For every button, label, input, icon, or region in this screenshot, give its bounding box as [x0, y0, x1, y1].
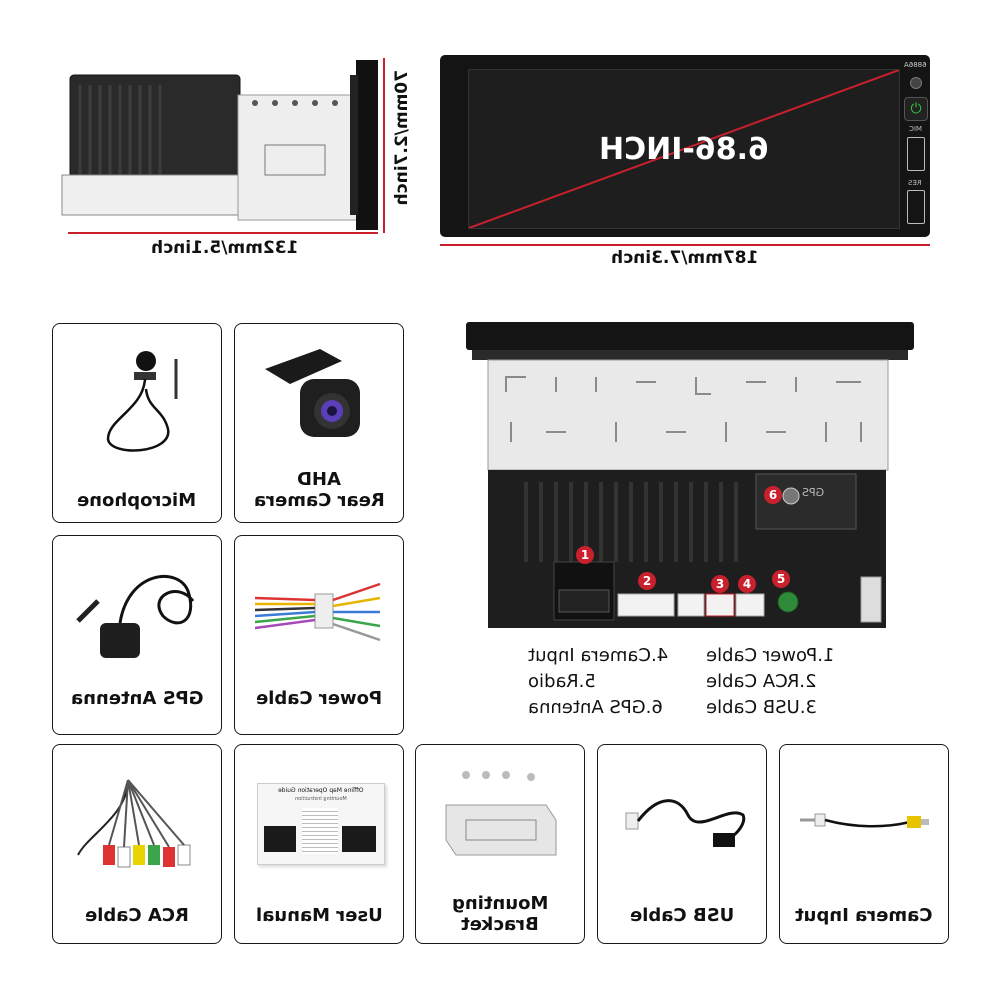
- power-icon: ⏻: [910, 101, 922, 117]
- model-label: 6886A: [903, 61, 927, 69]
- manual-booklet: Offline Map Operation Guide Mounting Ins…: [257, 783, 385, 865]
- legend-left-column: 1.Power Cable 2.RCA Cable 3.USB Cable: [706, 643, 846, 721]
- microphone-icon: [106, 351, 178, 452]
- manual-title: Offline Map Operation Guide: [278, 787, 364, 794]
- width-dimension-line: [440, 244, 930, 246]
- legend-item-rca-cable: 2.RCA Cable: [706, 671, 817, 692]
- accessory-label-gps-antenna: GPS Antenna: [70, 688, 204, 709]
- rear-camera-icon: [265, 349, 360, 437]
- accessory-card-camera-input: Camera Input: [779, 744, 949, 944]
- camera-input-cable-icon: [800, 813, 929, 828]
- back-panel-figure: 1 2 3 4 5 6 GPS: [466, 322, 916, 632]
- legend-item-radio: 5.Radio: [528, 671, 596, 692]
- accessory-label-camera-input: Camera Input: [795, 905, 933, 926]
- power-button[interactable]: ⏻: [904, 97, 928, 121]
- legend-item-power-cable: 1.Power Cable: [706, 645, 835, 666]
- side-view-illustration: [61, 60, 378, 230]
- accessory-card-mounting-bracket: Mounting Bracket: [415, 744, 585, 944]
- accessory-label-usb-cable: USB Cable: [629, 905, 735, 926]
- legend-item-camera-input: 4.Camera Input: [528, 645, 669, 666]
- accessory-label-rca-cable: RCA Cable: [85, 905, 189, 926]
- legend-right-column: 4.Camera Input 5.Radio 6.GPS Antenna: [528, 643, 678, 721]
- mic-label: MIC: [908, 125, 922, 133]
- ir-sensor-icon: [910, 77, 922, 89]
- connector-badge-6: 6: [764, 486, 782, 504]
- accessory-label-rear-camera: AHD Rear Camera: [253, 469, 385, 511]
- accessory-label-power-cable: Power Cable: [255, 688, 383, 709]
- back-panel-illustration: [466, 322, 914, 628]
- manual-image-right: [342, 826, 376, 852]
- screen-size-label: 6.86-INCH: [599, 132, 769, 167]
- manual-image-left: [264, 826, 296, 852]
- width-dimension-label: 187mm/7.3inch: [611, 248, 759, 268]
- usb-cable-icon: [625, 799, 746, 847]
- legend-item-usb-cable: 3.USB Cable: [706, 697, 817, 718]
- accessory-card-rear-camera: AHD Rear Camera: [234, 323, 404, 523]
- height-dimension-label: 70mm/2.7inch: [392, 70, 412, 206]
- depth-dimension-line: [68, 232, 378, 234]
- rca-cable-icon: [77, 779, 191, 868]
- connector-badge-5: 5: [772, 570, 790, 588]
- accessory-label-user-manual: User Manual: [255, 905, 383, 926]
- accessory-card-rca-cable: RCA Cable: [52, 744, 222, 944]
- side-view-figure: [60, 55, 400, 235]
- mounting-bracket-icon: [445, 771, 557, 856]
- accessory-label-microphone: Microphone: [77, 490, 197, 511]
- gps-port-tag: GPS: [802, 486, 825, 499]
- accessory-card-user-manual: Offline Map Operation Guide Mounting Ins…: [234, 744, 404, 944]
- front-view-unit: 6.86-INCH 6886A ⏻ MIC RES: [440, 55, 930, 237]
- connector-badge-4: 4: [738, 575, 756, 593]
- legend-item-gps-antenna: 6.GPS Antenna: [528, 697, 663, 718]
- gps-antenna-icon: [76, 575, 195, 658]
- power-cable-icon: [255, 582, 381, 642]
- connector-badge-1: 1: [576, 546, 594, 564]
- accessory-card-gps-antenna: GPS Antenna: [52, 535, 222, 735]
- accessory-card-power-cable: Power Cable: [234, 535, 404, 735]
- accessory-card-microphone: Microphone: [52, 323, 222, 523]
- accessory-label-mounting-bracket: Mounting Bracket: [451, 893, 549, 935]
- screen-diagonal: [469, 70, 899, 228]
- res-label: RES: [908, 179, 922, 187]
- height-dimension-line: [383, 58, 385, 233]
- manual-subtitle: Mounting Instruction: [295, 796, 347, 802]
- connector-badge-2: 2: [638, 572, 656, 590]
- display-screen: 6.86-INCH: [468, 69, 900, 229]
- connector-badge-3: 3: [711, 575, 729, 593]
- accessory-card-usb-cable: USB Cable: [597, 744, 767, 944]
- usb-port-top[interactable]: [907, 137, 925, 171]
- depth-dimension-label: 132mm/5.1inch: [151, 238, 299, 258]
- usb-port-bottom[interactable]: [907, 190, 925, 224]
- manual-text-lines: [302, 808, 338, 854]
